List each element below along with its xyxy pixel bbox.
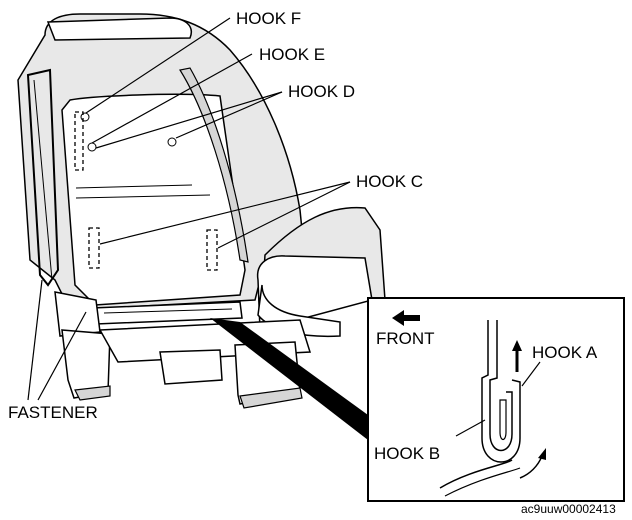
label-hook-f: HOOK F [236,9,301,28]
label-hook-a: HOOK A [532,343,598,362]
label-hook-d: HOOK D [288,82,355,101]
hook-f-clip [80,112,90,122]
label-hook-c: HOOK C [356,172,423,191]
front-arrow-icon [392,310,420,326]
seat-cushion [256,206,386,338]
detail-callout-box [367,297,625,502]
seat-back [17,13,306,325]
hook-d-clip [167,137,177,147]
image-code: ac9uuw00002413 [521,502,616,516]
label-fastener: FASTENER [8,403,98,422]
callout-wedge [210,318,368,440]
label-hook-e: HOOK E [259,45,325,64]
hook-a-up-arrow-icon [512,340,522,372]
label-front: FRONT [376,329,435,348]
leader-lines [27,17,351,401]
label-hook-b: HOOK B [374,444,440,463]
motion-arrow-icon [538,448,546,460]
